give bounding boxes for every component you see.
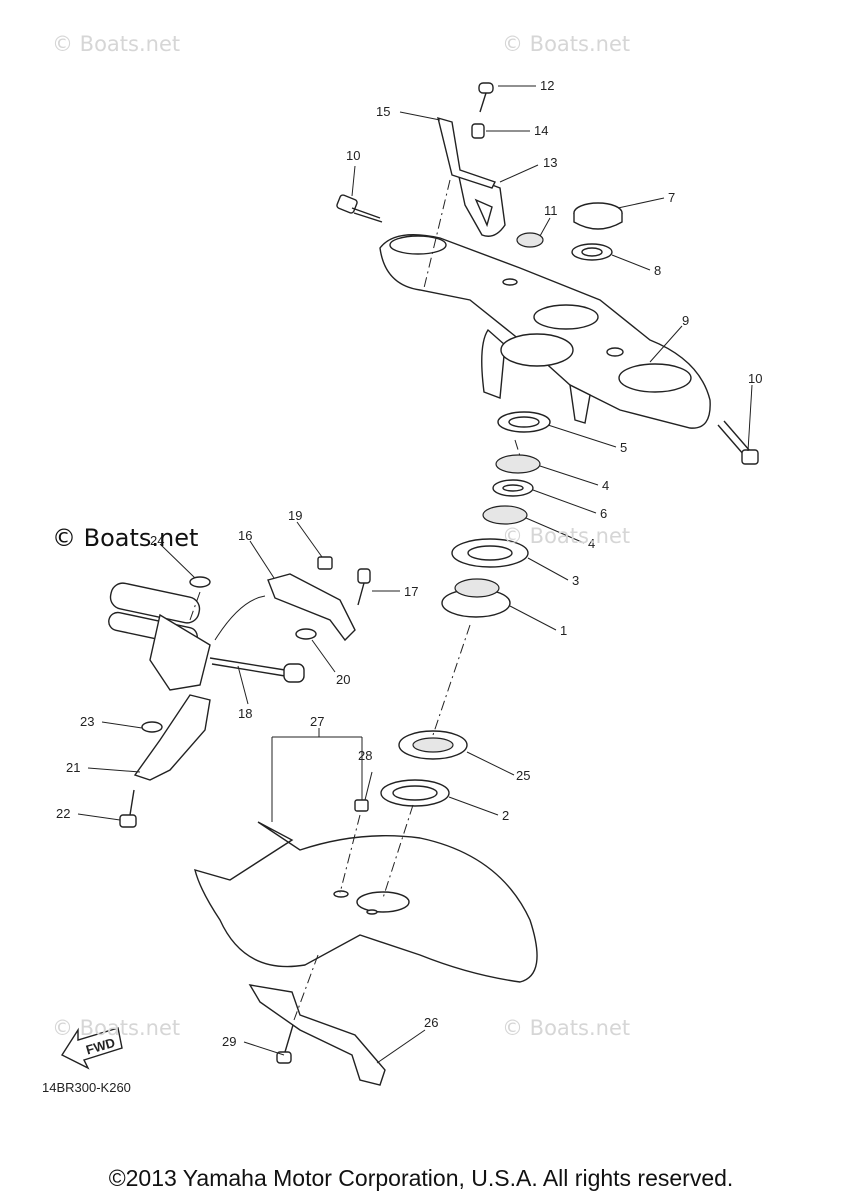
callout-29: 29 [222, 1034, 236, 1049]
callout-27: 27 [310, 714, 324, 729]
upper-bracket[interactable] [379, 233, 711, 429]
callout-2: 2 [502, 808, 509, 823]
washer-5[interactable] [497, 411, 551, 433]
watermark: © Boats.net [52, 32, 181, 56]
callout-26: 26 [424, 1015, 438, 1030]
bolt-17[interactable] [357, 568, 371, 606]
bracket-15[interactable] [437, 116, 496, 189]
cap-11[interactable] [516, 232, 544, 248]
callout-3: 3 [572, 573, 579, 588]
bolt-29[interactable] [276, 1024, 294, 1064]
callout-28: 28 [358, 748, 372, 763]
watermark: © Boats.net [52, 1016, 181, 1040]
callout-23: 23 [80, 714, 94, 729]
callout-6: 6 [600, 506, 607, 521]
callout-12: 12 [540, 78, 554, 93]
callout-8: 8 [654, 263, 661, 278]
washer-20[interactable] [295, 628, 317, 640]
callout-1: 1 [560, 623, 567, 638]
nut-28[interactable] [354, 799, 369, 812]
diagram-code: 14BR300-K260 [42, 1080, 131, 1095]
nut-7[interactable] [573, 202, 623, 230]
washer-23[interactable] [141, 721, 163, 733]
watermark: © Boats.net [502, 32, 631, 56]
callout-4-upper: 4 [602, 478, 609, 493]
callout-5: 5 [620, 440, 627, 455]
callout-20: 20 [336, 672, 350, 687]
callout-22: 22 [56, 806, 70, 821]
callout-9: 9 [682, 313, 689, 328]
nut-19[interactable] [317, 556, 333, 570]
callout-14: 14 [534, 123, 548, 138]
leader-lines [77, 85, 753, 1064]
race-2[interactable] [380, 779, 450, 807]
bracket-21[interactable] [133, 694, 211, 781]
callout-16: 16 [238, 528, 252, 543]
bolt-22[interactable] [119, 789, 137, 828]
ring-nut-4-upper[interactable] [495, 454, 541, 474]
callout-21: 21 [66, 760, 80, 775]
ring-nut-4-lower[interactable] [482, 505, 528, 525]
bracket-13[interactable] [457, 170, 506, 237]
callout-11: 11 [544, 203, 558, 218]
callout-labels: 12 14 13 15 10 11 7 8 9 10 5 4 6 4 3 1 2… [56, 78, 762, 1049]
bracket-26[interactable] [248, 984, 386, 1086]
callout-10-left: 10 [346, 148, 360, 163]
callout-24: 24 [150, 533, 164, 548]
bracket-16[interactable] [267, 573, 356, 642]
bolt-10-left[interactable] [336, 194, 383, 223]
callout-15: 15 [376, 104, 390, 119]
watermark: © Boats.net [52, 524, 199, 552]
bearing-1[interactable] [441, 578, 511, 618]
copyright-notice: ©2013 Yamaha Motor Corporation, U.S.A. A… [108, 1165, 734, 1191]
damper-18[interactable] [107, 581, 305, 691]
bolt-10-right[interactable] [717, 420, 759, 465]
callout-7: 7 [668, 190, 675, 205]
washer-8[interactable] [571, 243, 613, 261]
screw-12[interactable] [478, 82, 494, 113]
watermark: © Boats.net [502, 524, 631, 548]
callout-25: 25 [516, 768, 530, 783]
washer-24[interactable] [189, 576, 211, 588]
fwd-arrow-icon: FWD [60, 1027, 123, 1070]
cover-3[interactable] [451, 538, 529, 568]
callout-10-right: 10 [748, 371, 762, 386]
callout-18: 18 [238, 706, 252, 721]
callout-17: 17 [404, 584, 418, 599]
bearing-25[interactable] [398, 730, 468, 760]
callout-13: 13 [543, 155, 557, 170]
lock-washer-6[interactable] [492, 479, 534, 497]
callout-4-lower: 4 [588, 536, 595, 551]
lower-bracket-27[interactable] [194, 821, 538, 983]
collar-14[interactable] [471, 123, 485, 139]
callout-19: 19 [288, 508, 302, 523]
watermark: © Boats.net [502, 1016, 631, 1040]
